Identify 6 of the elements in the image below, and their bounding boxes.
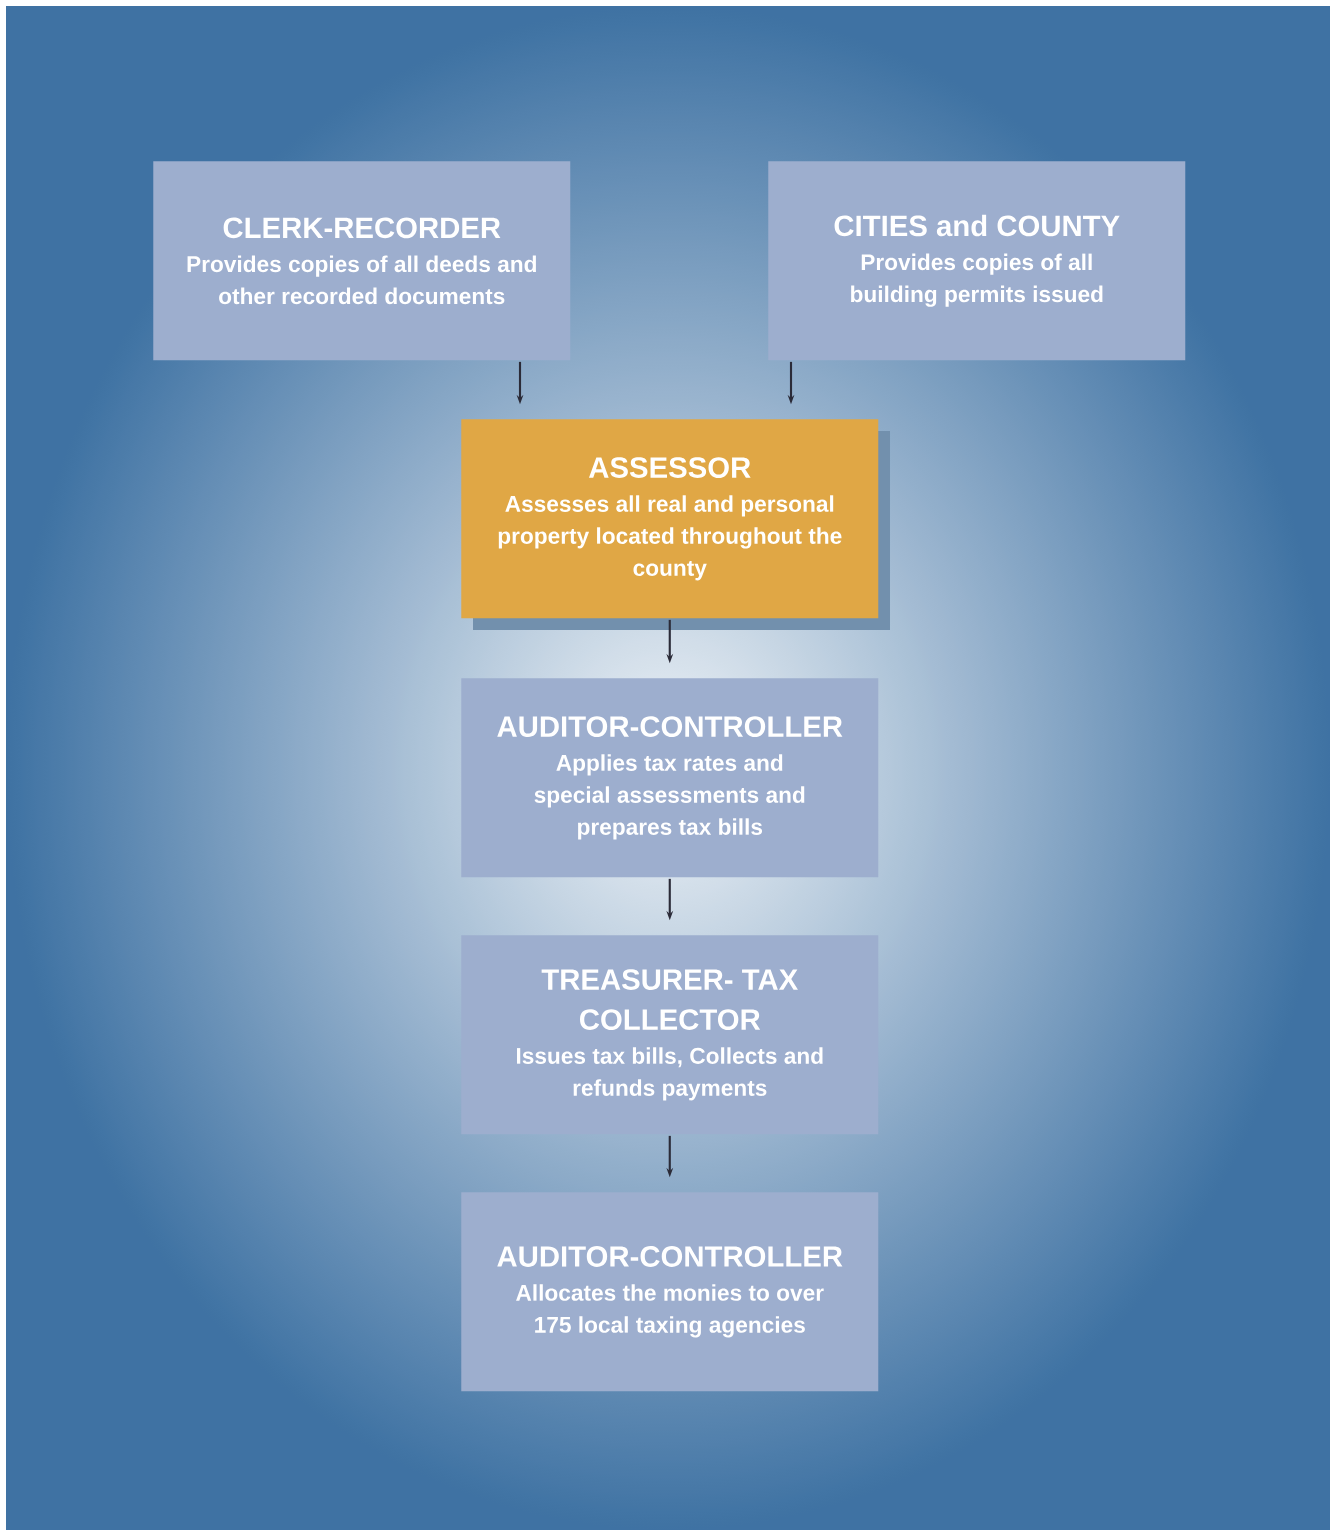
process-box: AUDITOR-CONTROLLER Applies tax rates and special assessments and prepares tax bills (461, 678, 879, 878)
process-box: CITIES and COUNTY Provides copies of all building permits issued (768, 161, 1186, 361)
highlight-box: ASSESSOR Assesses all real and personal property located throughout the county (461, 419, 879, 619)
process-box: TREASURER- TAX COLLECTOR Issues tax bills, Collects and refunds payments (461, 935, 879, 1135)
process-box: AUDITOR-CONTROLLER Allocates the monies to over 175 local taxing agencies (461, 1192, 879, 1392)
process-box: CLERK-RECORDER Provides copies of all deeds and other recorded documents (153, 161, 571, 361)
